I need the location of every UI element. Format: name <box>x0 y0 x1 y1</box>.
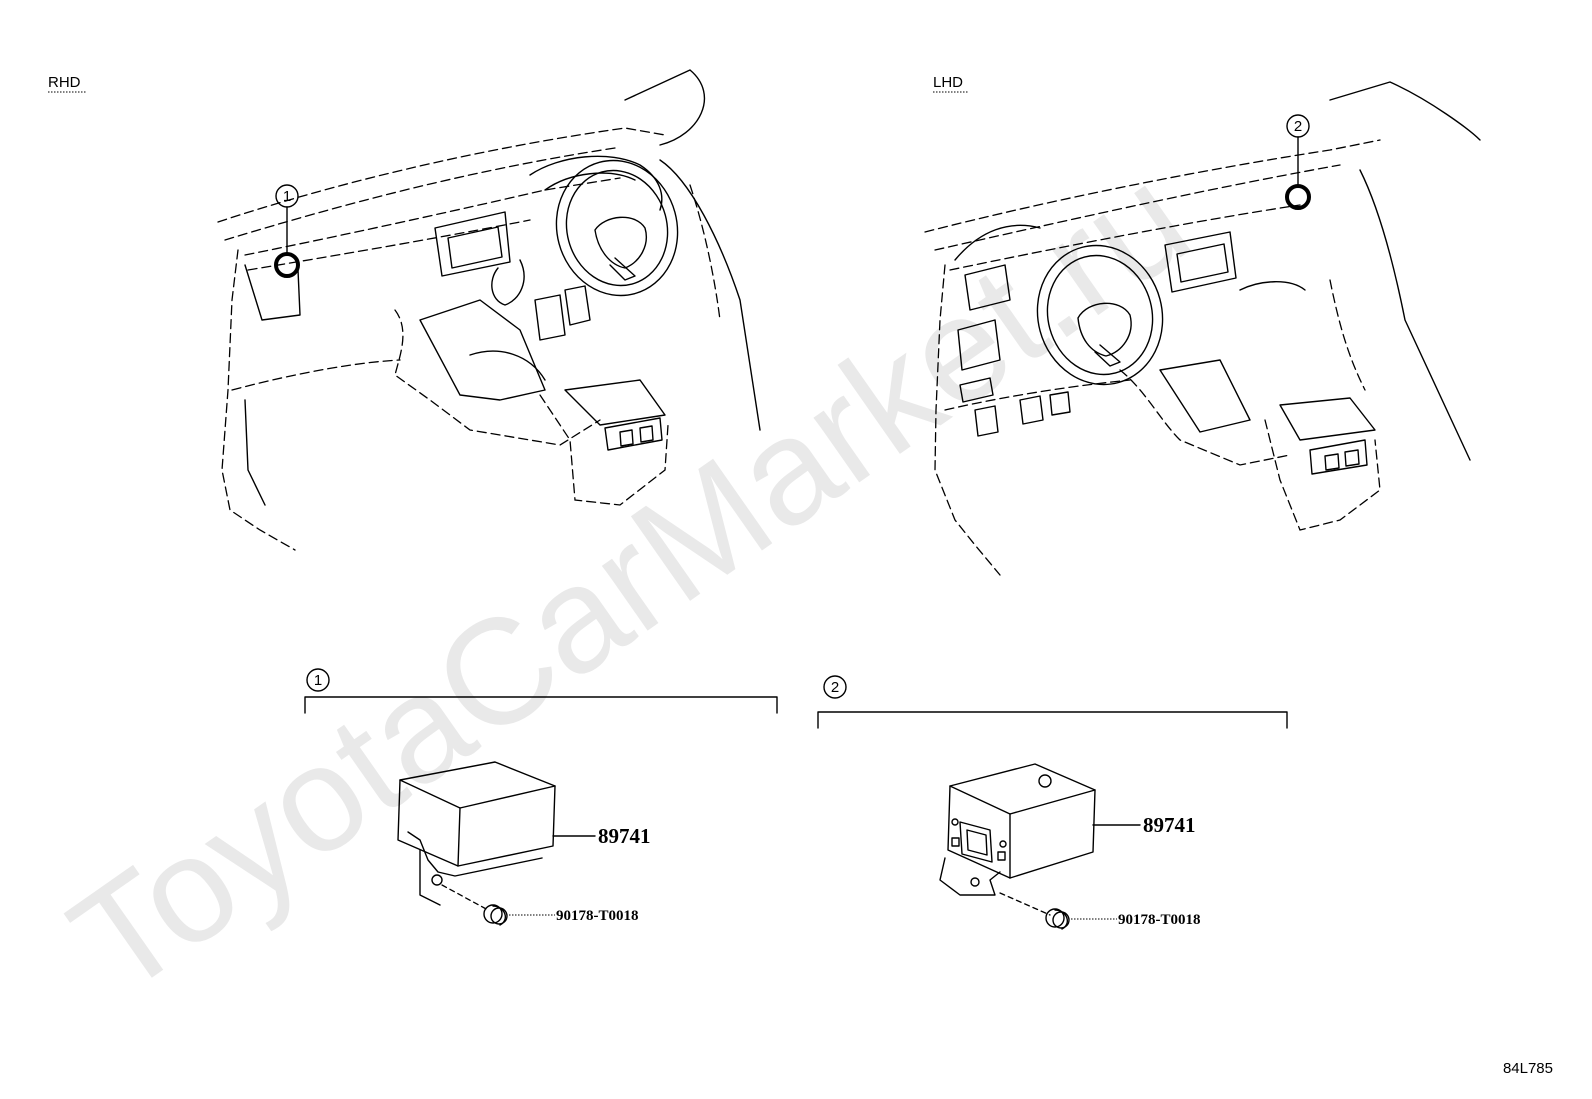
detail-2-group: 2 89741 90178-T0018 <box>817 675 1288 930</box>
detail-1-number: 1 <box>314 672 322 689</box>
module-89741-lhd <box>939 763 1096 896</box>
module-location-marker <box>274 252 300 278</box>
detail-2-number: 2 <box>831 679 839 696</box>
callout-2-locator: 2 <box>1285 114 1311 210</box>
lhd-label: LHD <box>933 74 963 91</box>
fastener-rhd <box>483 904 508 926</box>
module-89741-rhd <box>397 761 556 906</box>
detail-2-bracket <box>817 711 1288 729</box>
part-number-fastener-lhd: 90178-T0018 <box>1118 912 1201 928</box>
lhd-dashboard-illustration <box>924 81 1481 576</box>
diagram-code: 84L785 <box>1503 1060 1553 1077</box>
part-number-module-rhd: 89741 <box>598 824 651 848</box>
callout-2-number: 2 <box>1294 118 1302 135</box>
rhd-dashboard-illustration <box>217 69 761 551</box>
callout-1-locator: 1 <box>274 184 300 278</box>
callout-1-number: 1 <box>283 188 291 205</box>
watermark: ToyotaCarMarket.ru <box>42 133 1217 1026</box>
fastener-lhd <box>1045 908 1070 930</box>
detail-1-bracket <box>304 696 778 714</box>
part-number-fastener-rhd: 90178-T0018 <box>556 908 639 924</box>
detail-1-group: 1 89741 90178-T0018 <box>304 668 778 926</box>
part-number-module-lhd: 89741 <box>1143 813 1196 837</box>
module-location-marker-lhd <box>1285 184 1311 210</box>
rhd-label: RHD <box>48 74 81 91</box>
